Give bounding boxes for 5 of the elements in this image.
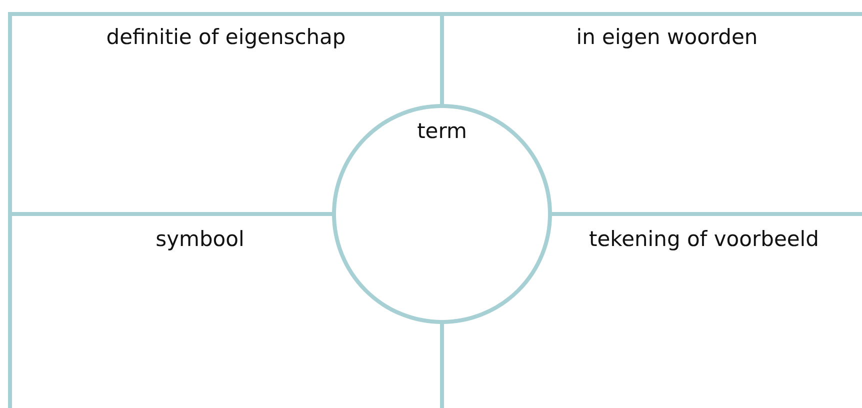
quadrant-heading: symbool — [156, 226, 244, 252]
term-label: term — [417, 118, 467, 144]
quadrant-heading: definitie of eigenschap — [106, 24, 346, 50]
quadrant-heading: in eigen woorden — [576, 24, 758, 50]
quadrant-heading: tekening of voorbeeld — [589, 226, 819, 252]
